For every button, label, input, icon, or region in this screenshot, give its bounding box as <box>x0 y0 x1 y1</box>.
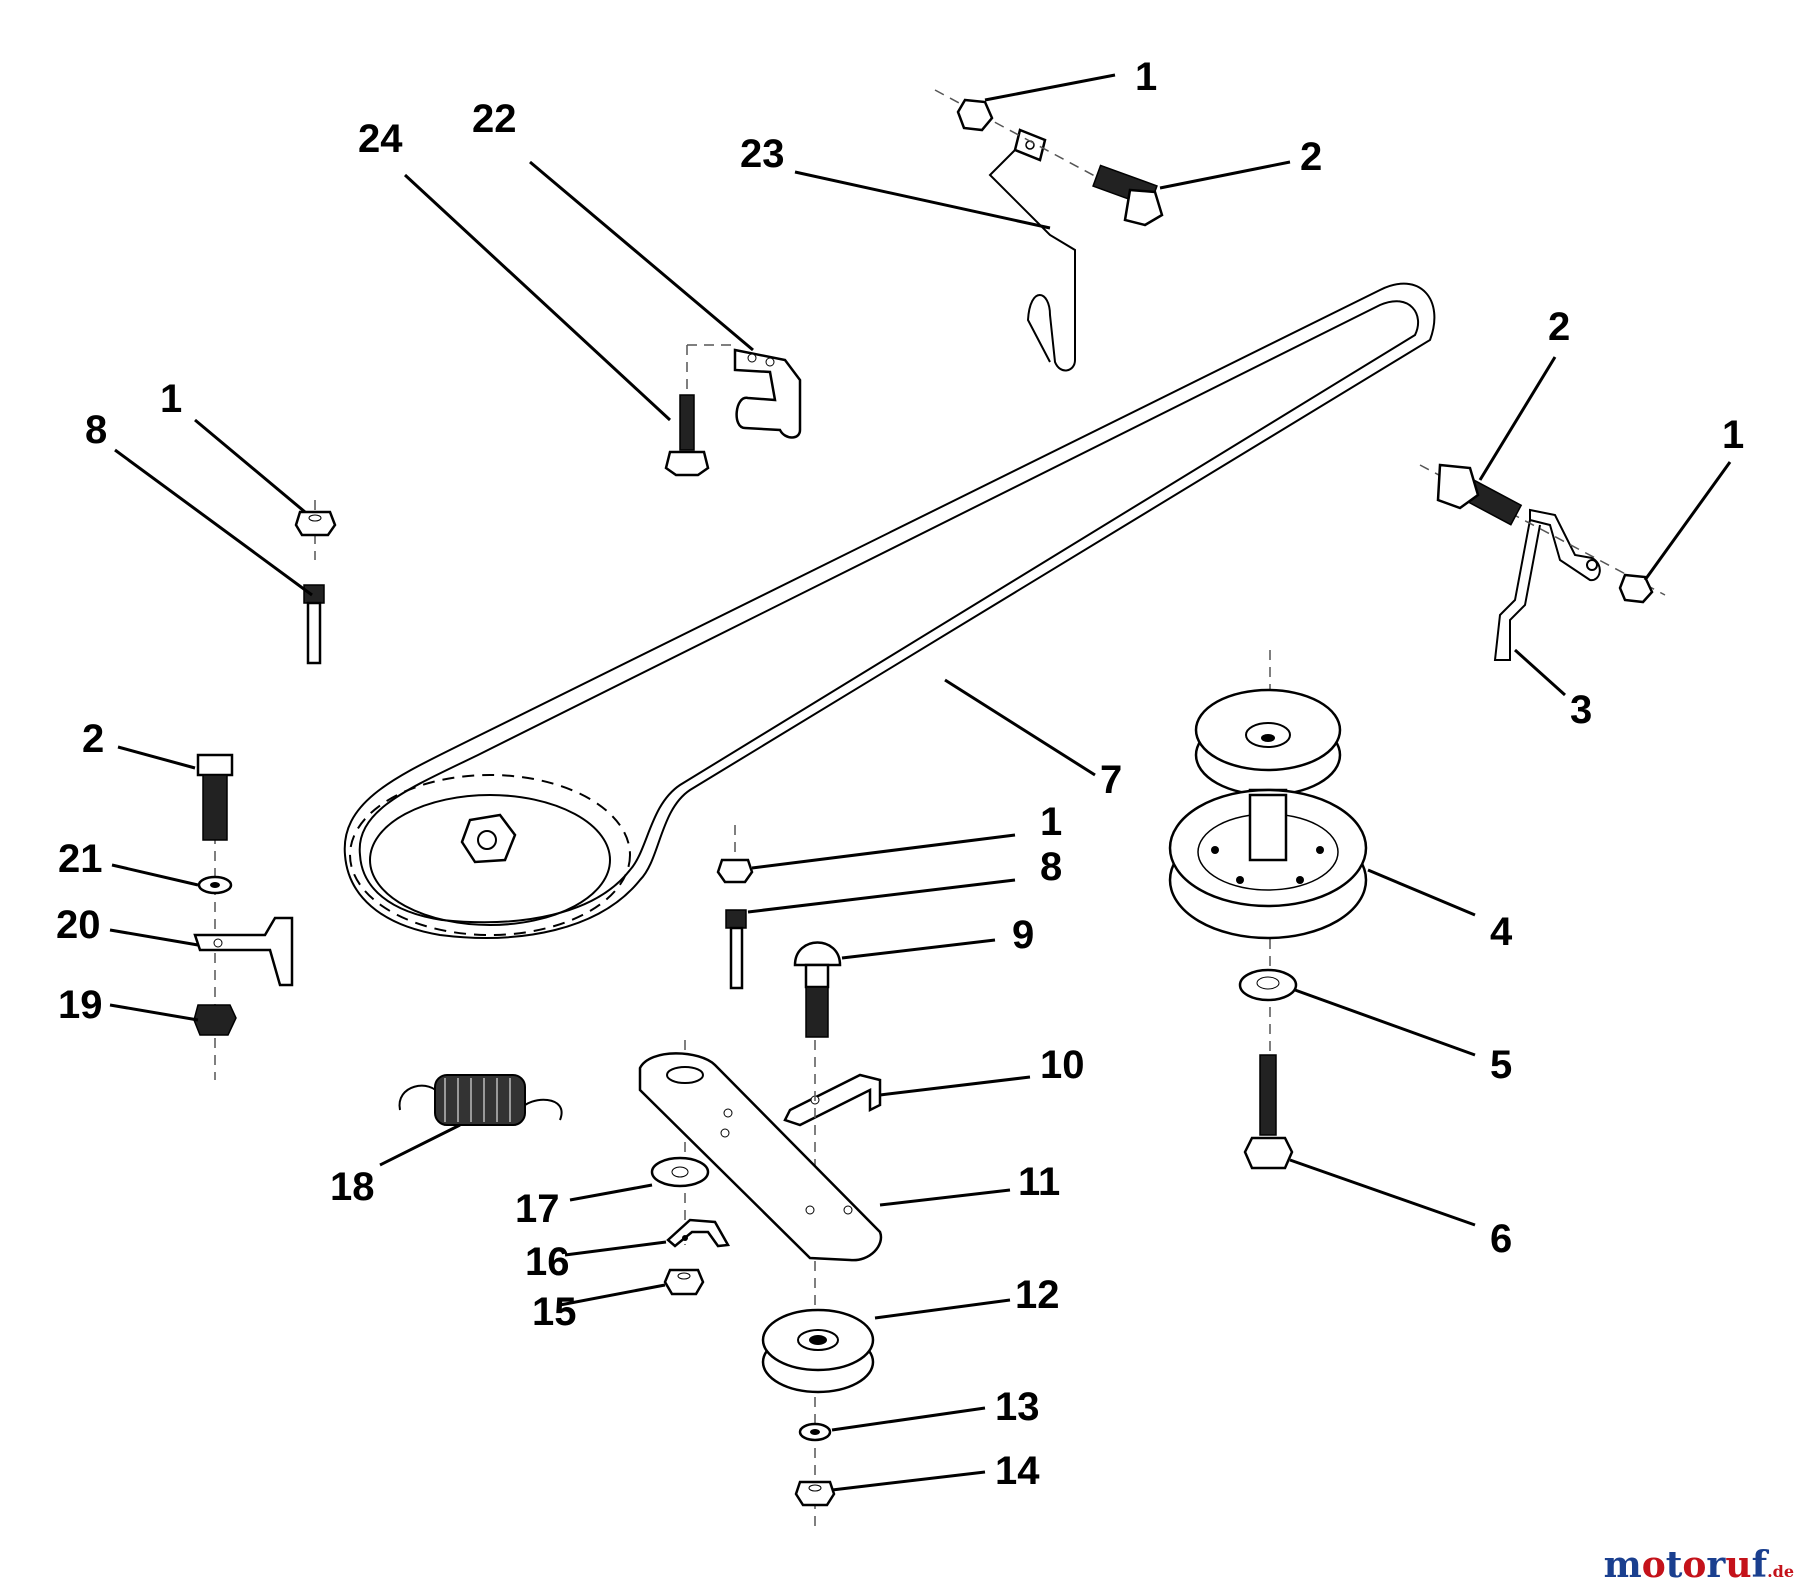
left-bolt-stack <box>193 753 294 1080</box>
callout-2: 2 <box>1300 135 1322 179</box>
callout-2: 2 <box>82 717 104 761</box>
callout-9: 9 <box>1012 913 1034 957</box>
left-stud-8 <box>303 584 325 665</box>
callout-8: 8 <box>1040 845 1062 889</box>
callout-18: 18 <box>330 1165 375 1209</box>
callout-13: 13 <box>995 1385 1040 1429</box>
center-stud-8 <box>725 909 747 990</box>
nut-14 <box>794 1480 836 1507</box>
watermark-letter: t <box>1665 1544 1683 1586</box>
belt-guide-23 <box>988 128 1076 372</box>
idler-pulley-12 <box>761 1308 875 1394</box>
callout-7: 7 <box>1100 758 1122 802</box>
callout-6: 6 <box>1490 1217 1512 1261</box>
callout-16: 16 <box>525 1240 570 1284</box>
callout-1: 1 <box>160 377 182 421</box>
watermark-letter: r <box>1706 1544 1726 1586</box>
callout-20: 20 <box>56 903 101 947</box>
callout-5: 5 <box>1490 1043 1512 1087</box>
callout-24: 24 <box>358 117 403 161</box>
washer-17 <box>650 1156 710 1188</box>
callout-4: 4 <box>1490 910 1513 954</box>
nut-15 <box>663 1268 705 1296</box>
belt-guide-22 <box>733 348 802 439</box>
double-pulley-4 <box>1168 650 1368 1130</box>
callout-12: 12 <box>1015 1273 1060 1317</box>
callout-11: 11 <box>1018 1160 1060 1204</box>
watermark-letter: u <box>1725 1544 1752 1586</box>
washer-13 <box>798 1422 832 1442</box>
callout-1: 1 <box>1722 413 1744 457</box>
callout-14: 14 <box>995 1449 1040 1493</box>
bolt-24 <box>664 344 735 477</box>
center-nut-1 <box>716 825 754 884</box>
nut-right-1 <box>1618 573 1654 604</box>
lock-washer-5 <box>1238 968 1298 1002</box>
bracket-10 <box>783 1073 882 1127</box>
callout-2: 2 <box>1548 305 1570 349</box>
idler-arm-11 <box>638 1040 883 1530</box>
bolt-6 <box>1243 1054 1294 1170</box>
bolt-right-2 <box>1419 463 1666 596</box>
callout-1: 1 <box>1040 800 1062 844</box>
nut-top-1 <box>934 89 1131 196</box>
callout-10: 10 <box>1040 1043 1085 1087</box>
callout-23: 23 <box>740 132 785 176</box>
watermark-logo: motoruf.de <box>1604 1544 1794 1586</box>
left-nut-1 <box>294 500 337 560</box>
v-belt <box>343 282 1436 939</box>
callout-15: 15 <box>532 1290 577 1334</box>
callout-19: 19 <box>58 983 103 1027</box>
leader-lines <box>109 73 1732 1492</box>
callout-labels: 1 2 23 24 22 1 8 2 1 3 7 4 1 8 9 5 2 21 … <box>56 55 1744 1493</box>
callout-8: 8 <box>85 408 107 452</box>
watermark-letter: f <box>1751 1544 1768 1586</box>
idler-arm-3 <box>1493 508 1601 661</box>
callout-22: 22 <box>472 97 517 141</box>
watermark-text: motoruf <box>1604 1544 1767 1586</box>
bolt-top-2 <box>1092 164 1164 227</box>
callout-21: 21 <box>58 837 103 881</box>
watermark-suffix: .de <box>1767 1562 1794 1581</box>
callout-17: 17 <box>515 1187 560 1231</box>
watermark-letter: o <box>1682 1544 1707 1586</box>
callout-1: 1 <box>1135 55 1157 99</box>
carriage-bolt-9 <box>793 941 842 1038</box>
clip-16 <box>666 1218 731 1248</box>
callout-3: 3 <box>1570 688 1592 732</box>
spring-18 <box>398 1074 563 1126</box>
watermark-letter: m <box>1603 1544 1642 1586</box>
watermark-letter: o <box>1641 1544 1666 1586</box>
